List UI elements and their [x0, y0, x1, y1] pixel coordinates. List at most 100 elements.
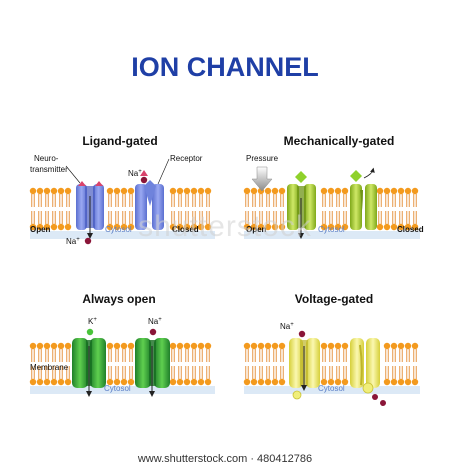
lipid-head [327, 187, 335, 195]
lipid-head [320, 378, 328, 386]
lipid-head [43, 378, 51, 386]
lipid-head [264, 378, 272, 386]
lipid-head [250, 187, 258, 195]
lipid-head [169, 223, 177, 231]
lipid-head [43, 187, 51, 195]
membrane-voltage [243, 342, 420, 394]
k-label: K [88, 317, 94, 326]
k-plus: + [93, 317, 97, 323]
lipid-head [320, 187, 328, 195]
lipid-head [36, 223, 44, 231]
lipid-head [176, 187, 184, 195]
lipid-head [271, 378, 279, 386]
neurotransmitter-label-2: transmitter [30, 165, 68, 174]
lipid-head [243, 223, 251, 231]
lipid-head [57, 342, 65, 350]
mechanical-channel-closed [350, 167, 377, 230]
lipid-head [190, 342, 198, 350]
na-ion [380, 400, 386, 406]
lipid-head [57, 187, 65, 195]
lipid-head [113, 342, 121, 350]
always-open-title: Always open [82, 292, 155, 306]
lipid-head [183, 223, 191, 231]
lipid-head [106, 342, 114, 350]
lipid-head [383, 187, 391, 195]
lipid-head [257, 378, 265, 386]
lipid-head [257, 223, 265, 231]
na-top-plus: + [138, 169, 142, 175]
membrane-ligand [29, 187, 215, 239]
lipid-head [64, 187, 72, 195]
lipid-head [183, 187, 191, 195]
lipid-head [404, 187, 412, 195]
lipid-head [36, 342, 44, 350]
lipid-head [397, 223, 405, 231]
lipid-head [334, 342, 342, 350]
watermark: shutterstock [138, 210, 312, 243]
na-plus: + [158, 317, 162, 323]
lipid-head [190, 187, 198, 195]
lipid-head [197, 223, 205, 231]
lipid-head [106, 378, 114, 386]
lipid-head [169, 342, 177, 350]
lipid-head [278, 342, 286, 350]
lipid-head [106, 223, 114, 231]
na-bottom-plus: + [76, 237, 80, 243]
voltage-na-plus: + [290, 322, 294, 328]
ligand-closed-label: Closed [172, 225, 199, 234]
ligand-open-label: Open [30, 225, 51, 234]
lipid-head [243, 187, 251, 195]
svg-text:Na+: Na+ [128, 169, 142, 178]
lipid-head [43, 223, 51, 231]
lipid-head [411, 223, 419, 231]
lipid-head [176, 342, 184, 350]
lipid-head [127, 223, 135, 231]
voltage-title: Voltage-gated [295, 292, 373, 306]
lipid-head [278, 378, 286, 386]
lipid-head [64, 342, 72, 350]
lipid-head [383, 378, 391, 386]
lipid-head [271, 223, 279, 231]
lipid-head [169, 187, 177, 195]
voltage-na-label: Na [280, 322, 291, 331]
lipid-head [341, 378, 349, 386]
lipid-head [334, 223, 342, 231]
lipid-head [127, 378, 135, 386]
na-bottom-text: Na [66, 237, 77, 246]
lipid-head [404, 223, 412, 231]
lipid-head [120, 342, 128, 350]
lipid-head [43, 342, 51, 350]
ligand-na-bottom: Na+ [66, 237, 92, 246]
lipid-head [341, 342, 349, 350]
na-ion [149, 328, 157, 336]
lipid-head [320, 342, 328, 350]
mechanical-title: Mechanically-gated [284, 134, 395, 148]
lipid-head [327, 223, 335, 231]
lipid-head [120, 378, 128, 386]
cytosol-band [30, 386, 215, 394]
na-ion [140, 176, 148, 184]
lipid-head [29, 342, 37, 350]
lipid-head [250, 223, 258, 231]
na-top-text: Na [128, 169, 139, 178]
mechanical-cytosol-label: Cytosol [318, 225, 345, 234]
lipid-head [190, 378, 198, 386]
k-ion [86, 328, 94, 336]
ligand-channel-closed [135, 180, 164, 230]
lipid-head [250, 342, 258, 350]
lipid-head [383, 223, 391, 231]
lipid-head [197, 342, 205, 350]
voltage-channel-closed [350, 338, 386, 406]
neurotransmitter-callout: Neuro- transmitter [30, 154, 81, 184]
membrane-always-open [29, 342, 215, 394]
lipid-head [390, 378, 398, 386]
lipid-head [390, 342, 398, 350]
ligand-cytosol-label: Cytosol [105, 225, 132, 234]
lipid-head [183, 378, 191, 386]
lipid-head [50, 187, 58, 195]
lipid-head [36, 378, 44, 386]
lipid-head [257, 342, 265, 350]
lipid-head [197, 187, 205, 195]
membrane-mechanical [243, 187, 420, 239]
